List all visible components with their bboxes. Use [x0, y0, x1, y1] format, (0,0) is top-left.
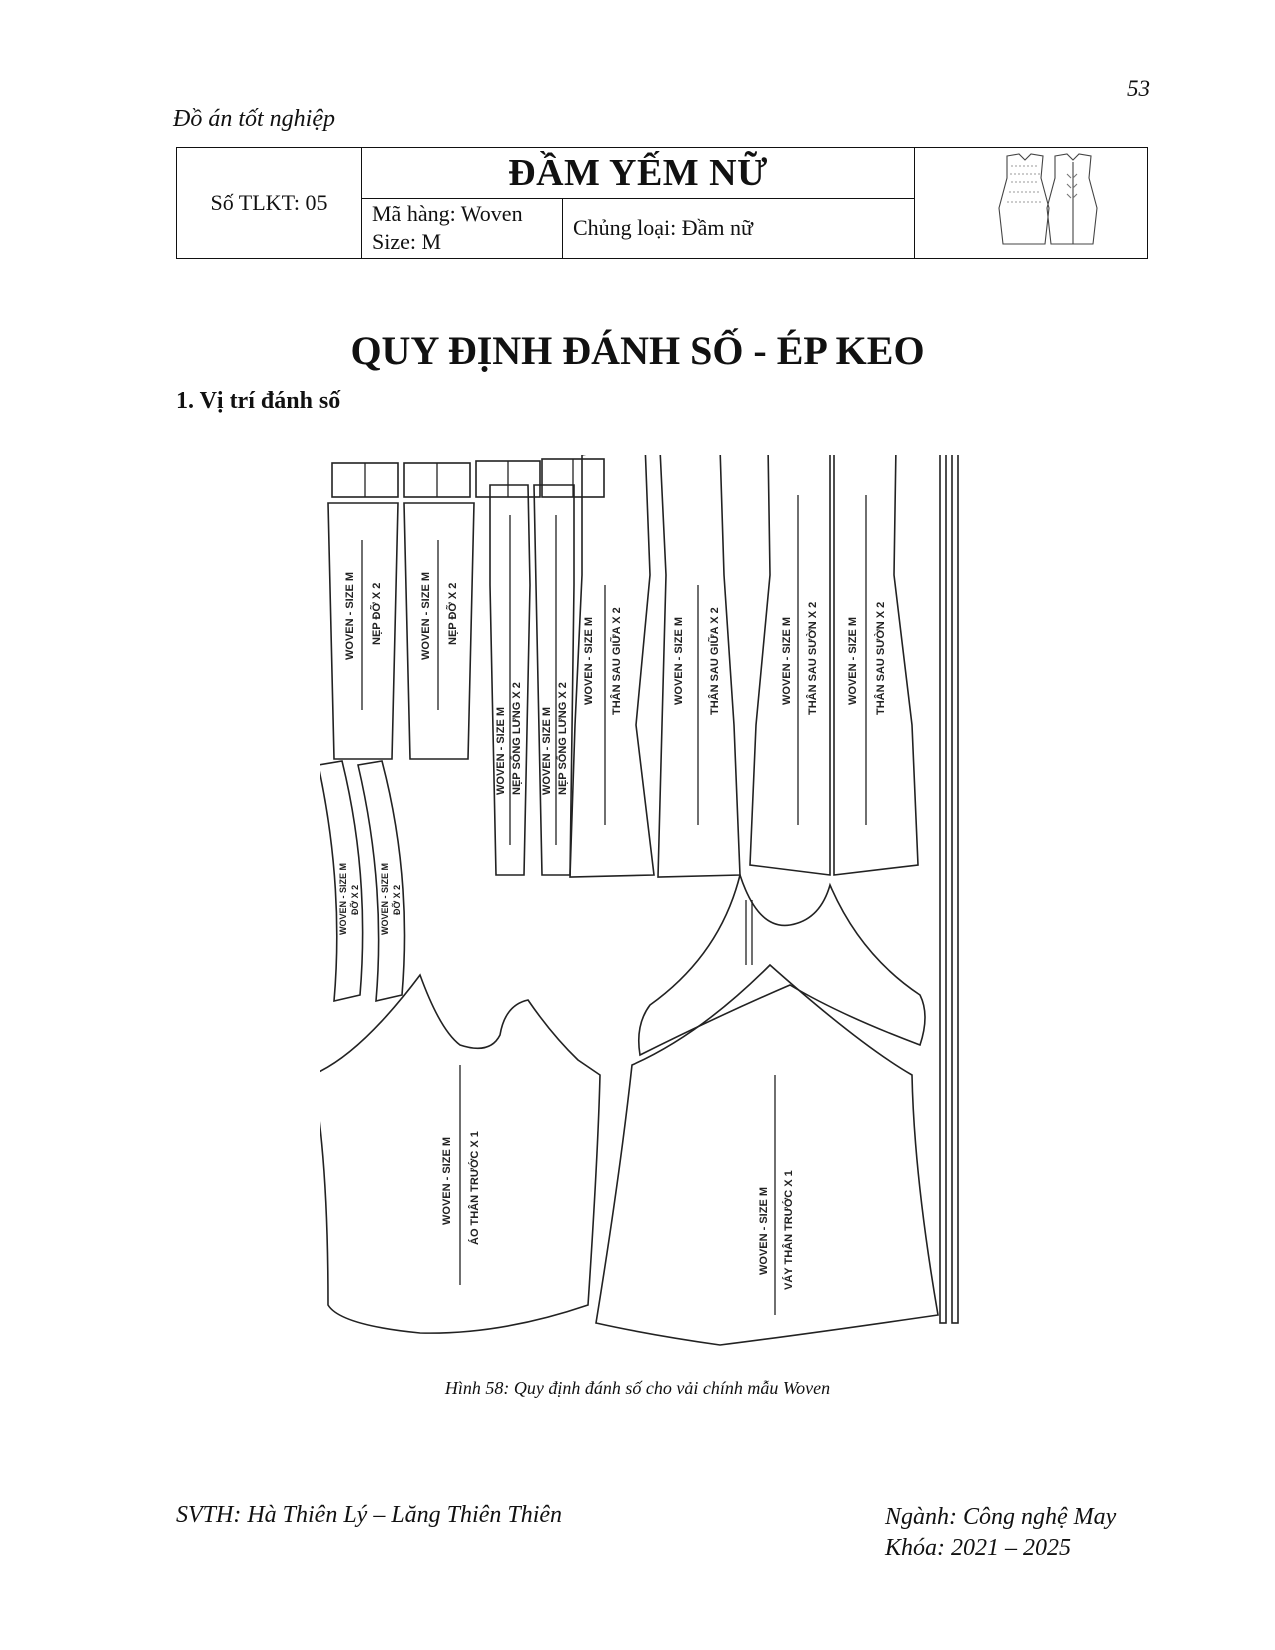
top-strips: [331, 458, 605, 498]
piece-label-name: THÂN SAU SƯỜN X 2: [874, 602, 887, 715]
piece-label-name: THÂN SAU GIỮA X 2: [610, 607, 623, 715]
piece-label-name: NẸP ĐỠ X 2: [446, 583, 459, 645]
piece-vay-than-truoc: WOVEN - SIZE M VÁY THÂN TRƯỚC X 1: [595, 963, 939, 1346]
piece-nep-song-lung-2: WOVEN - SIZE M NẸP SỐNG LƯNG X 2: [533, 484, 575, 876]
document-header: Đồ án tốt nghiệp: [173, 106, 335, 132]
page-number: 53: [1127, 76, 1150, 101]
piece-label-size: WOVEN - SIZE M: [847, 617, 859, 705]
piece-label-name: THÂN SAU SƯỜN X 2: [806, 602, 819, 715]
piece-than-sau-suon-2: WOVEN - SIZE M THÂN SAU SƯỜN X 2: [833, 455, 919, 876]
size-label: Size: M: [372, 229, 442, 255]
section-heading: 1. Vị trí đánh số: [176, 388, 341, 414]
piece-label-name: ĐỠ X 2: [392, 885, 402, 915]
piece-nep-song-lung-1: WOVEN - SIZE M NẸP SỐNG LƯNG X 2: [489, 484, 531, 876]
footer-major: Ngành: Công nghệ May: [885, 1504, 1117, 1530]
piece-label-name: NẸP SỐNG LƯNG X 2: [555, 682, 569, 795]
main-title: QUY ĐỊNH ĐÁNH SỐ - ÉP KEO: [350, 328, 925, 373]
dress-sketch-icon: [998, 153, 1098, 245]
piece-label-size: WOVEN - SIZE M: [541, 707, 553, 795]
long-strips: [939, 455, 959, 1324]
footer-students: SVTH: Hà Thiên Lý – Lăng Thiên Thiên: [176, 1502, 563, 1528]
piece-label-size: WOVEN - SIZE M: [338, 863, 348, 935]
style-size-cell: Mã hàng: Woven Size: M: [361, 197, 563, 260]
garment-sketch-cell: [914, 147, 1148, 259]
piece-label-name: THÂN SAU GIỮA X 2: [708, 607, 721, 715]
piece-label-name: VÁY THÂN TRƯỚC X 1: [782, 1170, 795, 1290]
piece-do-2: WOVEN - SIZE M ĐỠ X 2: [357, 760, 406, 1003]
tech-info-table: Số TLKT: 05 ĐẦM YẾM NỮ Mã hàng: Woven Si…: [176, 147, 1148, 260]
piece-label-size: WOVEN - SIZE M: [495, 707, 507, 795]
piece-ao-than-truoc: WOVEN - SIZE M ÁO THÂN TRƯỚC X 1: [320, 973, 601, 1334]
piece-label-name: NẸP SỐNG LƯNG X 2: [509, 682, 523, 795]
piece-label-name: ĐỠ X 2: [350, 885, 360, 915]
piece-nep-do-1: WOVEN - SIZE M NẸP ĐỠ X 2: [327, 502, 399, 760]
figure-caption: Hình 58: Quy định đánh số cho vải chính …: [444, 1378, 831, 1398]
piece-do-1: WOVEN - SIZE M ĐỠ X 2: [320, 760, 364, 1003]
piece-label-size: WOVEN - SIZE M: [344, 572, 356, 660]
footer-right: Ngành: Công nghệ May Khóa: 2021 – 2025: [885, 1502, 1116, 1564]
piece-label-size: WOVEN - SIZE M: [673, 617, 685, 705]
doc-number-cell: Số TLKT: 05: [176, 147, 362, 259]
piece-than-sau-giua-2: WOVEN - SIZE M THÂN SAU GIỮA X 2: [657, 455, 741, 878]
style-code: Mã hàng: Woven: [372, 201, 523, 227]
footer-course: Khóa: 2021 – 2025: [885, 1535, 1071, 1561]
piece-label-size: WOVEN - SIZE M: [781, 617, 793, 705]
piece-top-bodice: [637, 872, 926, 1057]
piece-label-name: NẸP ĐỠ X 2: [370, 583, 383, 645]
product-title: ĐẦM YẾM NỮ: [361, 147, 915, 199]
piece-than-sau-giua-1: WOVEN - SIZE M THÂN SAU GIỮA X 2: [569, 455, 655, 878]
piece-label-size: WOVEN - SIZE M: [441, 1137, 453, 1225]
piece-label-size: WOVEN - SIZE M: [758, 1187, 770, 1275]
piece-nep-do-2: WOVEN - SIZE M NẸP ĐỠ X 2: [403, 502, 475, 760]
piece-than-sau-suon-1: WOVEN - SIZE M THÂN SAU SƯỜN X 2: [749, 455, 831, 876]
piece-label-name: ÁO THÂN TRƯỚC X 1: [468, 1131, 481, 1245]
category-cell: Chủng loại: Đầm nữ: [562, 197, 915, 260]
piece-label-size: WOVEN - SIZE M: [380, 863, 390, 935]
pattern-layout-diagram: WOVEN - SIZE M NẸP ĐỠ X 2 WOVEN - SIZE M…: [320, 455, 959, 1346]
piece-label-size: WOVEN - SIZE M: [583, 617, 595, 705]
piece-label-size: WOVEN - SIZE M: [420, 572, 432, 660]
